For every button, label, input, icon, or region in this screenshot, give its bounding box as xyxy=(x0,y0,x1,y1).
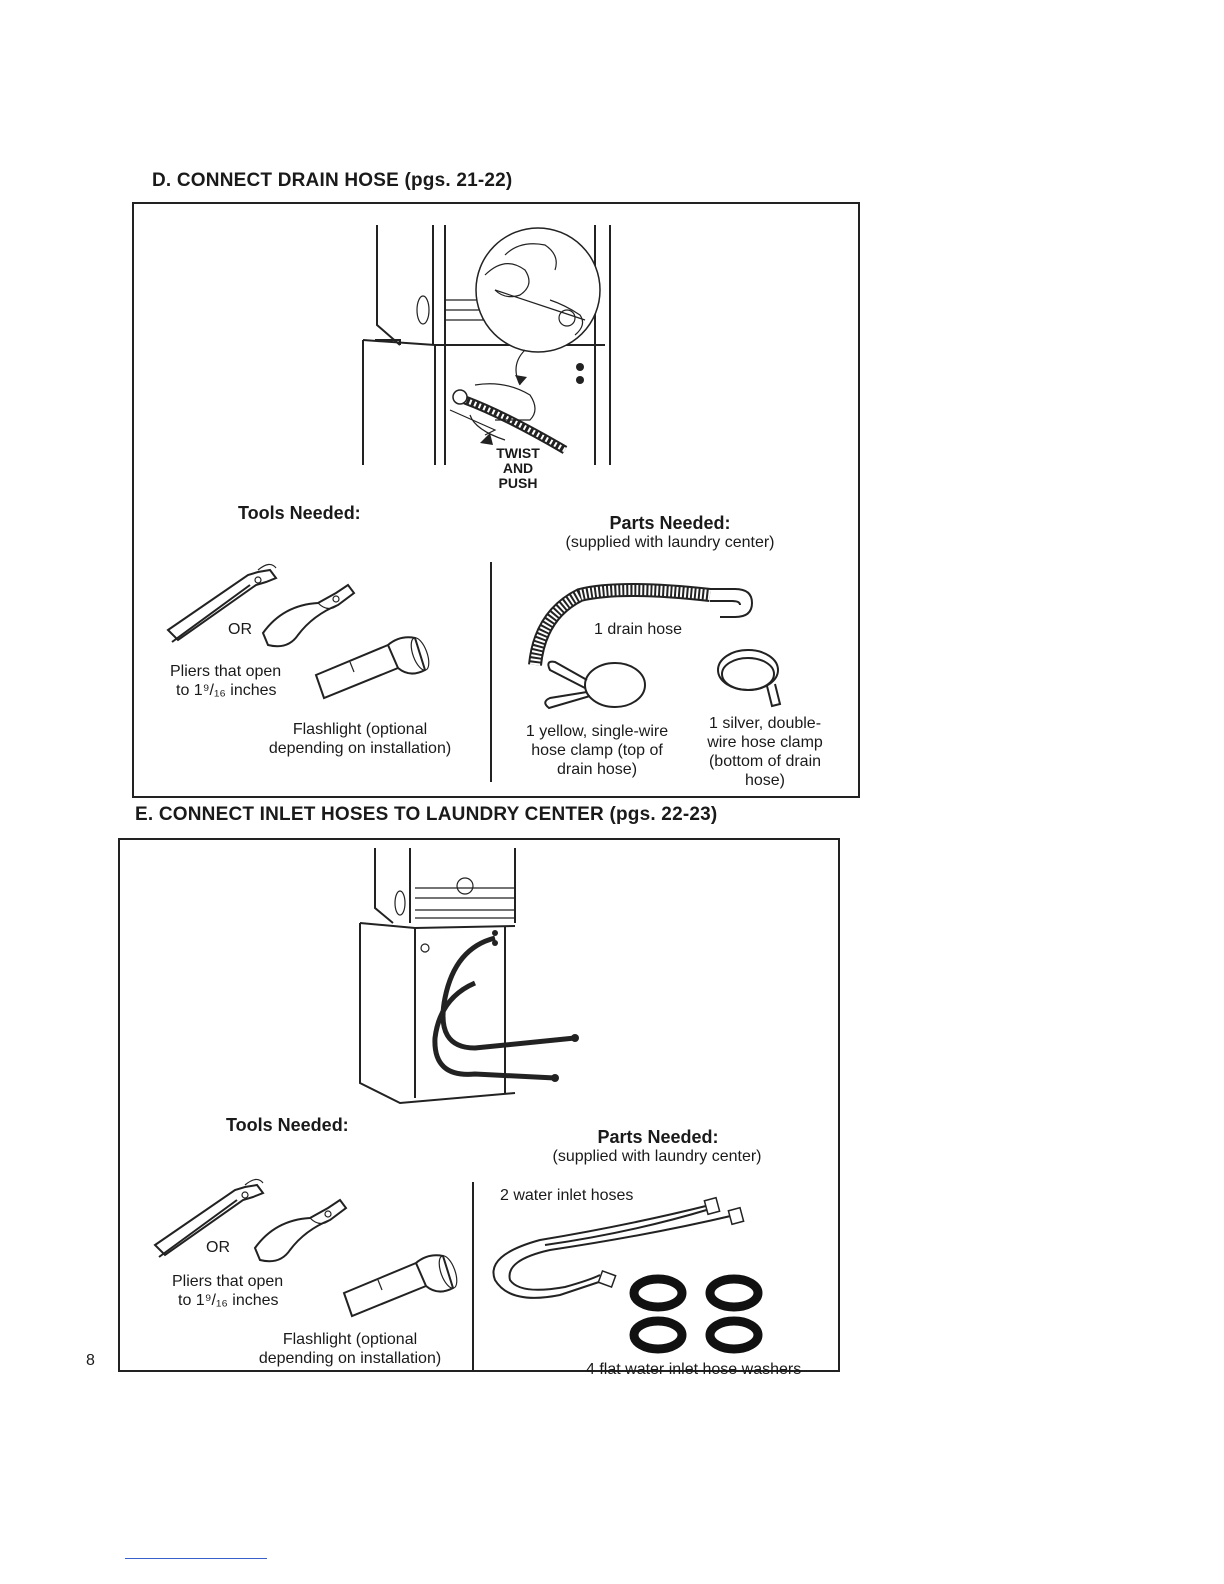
section-e-heading: E. CONNECT INLET HOSES TO LAUNDRY CENTER… xyxy=(135,804,718,825)
flashlight-caption-e: Flashlight (optional depending on instal… xyxy=(258,1331,442,1367)
section-d-heading: D. CONNECT DRAIN HOSE (pgs. 21-22) xyxy=(152,170,513,191)
flashlight-icon xyxy=(314,636,430,700)
double-wire-clamp-icon xyxy=(717,649,782,708)
yellow-clamp-caption: 1 yellow, single-wire hose clamp (top of… xyxy=(525,723,669,778)
parts-needed-title-d: Parts Needed: xyxy=(609,513,731,533)
page-number: 8 xyxy=(86,1352,95,1369)
flashlight-icon xyxy=(342,1254,458,1318)
section-d-panel xyxy=(132,202,860,798)
section-e-divider xyxy=(472,1182,474,1372)
parts-needed-subtitle-e: (supplied with laundry center) xyxy=(552,1148,762,1165)
drain-hose-icon xyxy=(528,583,754,666)
washers-caption: 4 flat water inlet hose washers xyxy=(586,1361,802,1378)
drain-hose-caption: 1 drain hose xyxy=(594,621,683,638)
needle-nose-pliers-icon xyxy=(253,1198,348,1263)
inlet-hoses-illustration xyxy=(359,848,579,1105)
parts-needed-subtitle-d: (supplied with laundry center) xyxy=(565,534,775,551)
tools-needed-title-d: Tools Needed: xyxy=(238,503,361,523)
inlet-hoses-icon xyxy=(492,1196,745,1299)
tools-needed-title-e: Tools Needed: xyxy=(226,1115,349,1135)
flashlight-caption-d: Flashlight (optional depending on instal… xyxy=(268,721,452,757)
twist-push-label: TWIST AND PUSH xyxy=(496,445,540,491)
parts-needed-title-e: Parts Needed: xyxy=(597,1127,719,1147)
footer-rule xyxy=(125,1558,267,1559)
slip-joint-pliers-icon xyxy=(153,1178,265,1258)
washers-icon xyxy=(629,1274,763,1354)
silver-clamp-caption: 1 silver, double- wire hose clamp (botto… xyxy=(707,715,823,789)
single-wire-clamp-icon xyxy=(544,660,646,710)
slip-joint-pliers-icon xyxy=(166,563,278,643)
section-d-divider xyxy=(490,562,492,782)
section-e-panel xyxy=(118,838,840,1372)
or-label-d: OR xyxy=(228,621,252,638)
pliers-caption-e: Pliers that open to 1⁹/₁₆ inches xyxy=(172,1273,284,1309)
or-label-e: OR xyxy=(206,1239,230,1256)
needle-nose-pliers-icon xyxy=(261,583,356,648)
pliers-caption-d: Pliers that open to 1⁹/₁₆ inches xyxy=(170,663,282,699)
inlet-hoses-caption: 2 water inlet hoses xyxy=(500,1187,634,1204)
drain-hose-illustration xyxy=(362,225,611,465)
